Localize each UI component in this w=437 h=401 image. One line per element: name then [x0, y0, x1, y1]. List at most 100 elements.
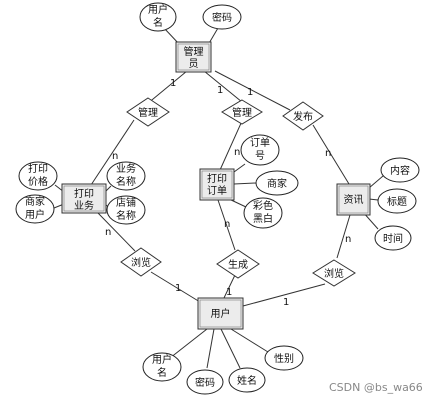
relationship-manage2-label: 管理 — [232, 106, 252, 119]
link-user-password — [206, 328, 215, 369]
cardinality-generate-user: 1 — [226, 287, 232, 298]
link-admin-manage2 — [203, 70, 243, 103]
attribute-order-no[interactable]: 订单 号 — [240, 134, 280, 166]
watermark: CSDN @bs_wa66 — [329, 381, 423, 394]
attribute-user-password-line1: 密码 — [195, 376, 215, 389]
entity-print-business[interactable]: 打印 业务 — [61, 183, 107, 214]
cardinality-admin-publish: 1 — [247, 87, 253, 98]
link-manage1-biz — [90, 119, 135, 186]
attribute-admin-username-line2: 名 — [153, 16, 163, 29]
entity-user[interactable]: 用户 — [197, 297, 244, 330]
attribute-order-merchant[interactable]: 商家 — [255, 170, 299, 196]
cardinality-browse1-user: 1 — [175, 283, 181, 294]
entity-news[interactable]: 资讯 — [336, 183, 371, 216]
attribute-order-no-line1: 订单 — [250, 137, 270, 149]
attribute-biz-store-name[interactable]: 店铺 名称 — [106, 195, 146, 225]
attribute-biz-price-line1: 打印 — [28, 162, 48, 175]
entity-user-line1: 用户 — [211, 307, 231, 320]
attribute-admin-password[interactable]: 密码 — [202, 4, 242, 30]
relationship-publish-label: 发布 — [293, 110, 313, 123]
relationship-publish[interactable]: 发布 — [282, 101, 324, 131]
link-manage2-order — [219, 120, 243, 171]
attribute-user-username-line2: 名 — [157, 366, 167, 379]
attribute-news-content-line1: 内容 — [390, 164, 410, 177]
link-order-generate — [217, 199, 236, 251]
cardinality-browse2-user: 1 — [283, 297, 289, 308]
connector-lines — [53, 27, 384, 369]
relationship-browse2-label: 浏览 — [324, 267, 344, 280]
cardinality-biz-browse1: n — [105, 227, 111, 238]
link-generate-user — [222, 274, 236, 301]
attribute-news-title-line1: 标题 — [387, 196, 407, 208]
attribute-biz-price[interactable]: 打印 价格 — [18, 161, 58, 191]
entity-admin-line2: 员 — [189, 58, 199, 70]
cardinality-admin-manage1: 1 — [170, 78, 176, 89]
entity-admin[interactable]: 管理 员 — [175, 41, 212, 73]
entity-admin-line1: 管理 — [184, 45, 204, 58]
attribute-biz-price-line2: 价格 — [28, 175, 48, 188]
relationship-generate-label: 生成 — [228, 258, 248, 271]
entity-biz-line1: 打印 — [74, 187, 94, 200]
relationship-manage2[interactable]: 管理 — [221, 99, 263, 125]
entity-print-order[interactable]: 打印 订单 — [199, 168, 235, 201]
entity-order-line1: 打印 — [207, 172, 227, 185]
attribute-user-name[interactable]: 姓名 — [228, 367, 266, 393]
attribute-order-no-line2: 号 — [255, 150, 265, 162]
attribute-biz-merchant-user-line2: 用户 — [25, 208, 45, 221]
attribute-news-time-line1: 时间 — [383, 232, 403, 245]
attribute-user-gender[interactable]: 性别 — [264, 345, 304, 371]
cardinality-manage1-biz: n — [112, 151, 118, 162]
attribute-order-merchant-line1: 商家 — [267, 177, 287, 190]
link-admin-manage1 — [146, 70, 188, 105]
link-news-content — [368, 175, 384, 189]
attribute-order-color-line2: 黑白 — [253, 212, 273, 225]
entity-biz-line2: 业务 — [74, 199, 94, 212]
link-browse2-user — [242, 283, 326, 307]
attribute-biz-name-line2: 名称 — [116, 175, 136, 188]
attribute-order-color[interactable]: 彩色 黑白 — [243, 197, 283, 229]
attribute-user-username-line1: 用户 — [152, 353, 172, 366]
link-order-no — [233, 163, 246, 173]
link-publish-news — [312, 124, 350, 185]
cardinality-manage2-order: n — [234, 147, 240, 158]
attribute-news-content[interactable]: 内容 — [380, 157, 420, 183]
entity-order-line2: 订单 — [207, 185, 227, 197]
link-admin-publish — [214, 70, 291, 111]
link-user-username — [169, 328, 208, 359]
attribute-biz-name[interactable]: 业务 名称 — [106, 161, 146, 191]
attribute-order-color-line1: 彩色 — [253, 199, 273, 212]
attribute-biz-merchant-user-line1: 商家 — [25, 195, 45, 208]
entity-news-line1: 资讯 — [344, 194, 364, 206]
cardinality-order-generate: n — [224, 219, 230, 230]
cardinality-news-browse2: n — [345, 234, 351, 245]
link-browse1-user — [150, 271, 201, 303]
attribute-user-password[interactable]: 密码 — [186, 369, 224, 395]
attribute-news-time[interactable]: 时间 — [374, 225, 412, 251]
link-news-browse2 — [336, 214, 351, 259]
attribute-news-title[interactable]: 标题 — [377, 188, 417, 214]
relationship-browse1[interactable]: 浏览 — [120, 247, 162, 277]
attribute-user-gender-line1: 性别 — [274, 352, 294, 365]
relationship-browse1-label: 浏览 — [131, 256, 151, 269]
relationship-manage1[interactable]: 管理 — [126, 97, 170, 127]
attribute-admin-username-line1: 用户 — [148, 3, 168, 16]
cardinality-labels: 1 n 1 n 1 n n 1 n 1 n 1 — [105, 78, 351, 308]
attribute-biz-store-name-line2: 名称 — [116, 209, 136, 222]
cardinality-admin-manage2: 1 — [217, 85, 223, 96]
attribute-user-name-line1: 姓名 — [237, 374, 257, 387]
link-order-merchant — [233, 182, 257, 185]
link-user-gender — [230, 328, 269, 353]
link-biz-name — [105, 185, 112, 192]
cardinality-publish-news: n — [325, 148, 331, 159]
link-user-name — [220, 328, 241, 369]
relationship-manage1-label: 管理 — [138, 106, 158, 119]
attribute-biz-name-line1: 业务 — [116, 162, 136, 175]
relationship-browse2[interactable]: 浏览 — [312, 259, 356, 287]
attribute-admin-username[interactable]: 用户 名 — [139, 2, 177, 32]
attribute-biz-merchant-user[interactable]: 商家 用户 — [15, 194, 55, 224]
attribute-admin-password-line1: 密码 — [212, 11, 232, 24]
link-biz-browse1 — [97, 212, 136, 252]
attribute-user-username[interactable]: 用户 名 — [142, 352, 182, 382]
relationship-generate[interactable]: 生成 — [216, 249, 260, 279]
